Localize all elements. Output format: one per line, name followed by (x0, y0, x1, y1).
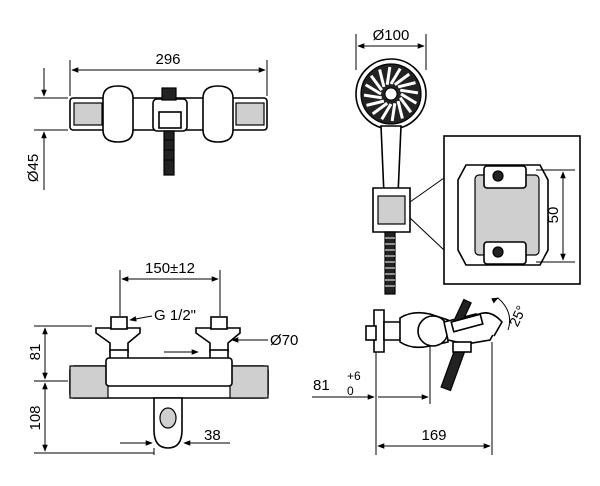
dim-head-diameter: Ø100 (373, 27, 410, 44)
dim-holder-height: 50 (545, 207, 562, 224)
dim-projection: 169 (421, 427, 446, 444)
dim-tol-plus: +6 (347, 369, 361, 383)
dim-thread: G 1/2" (154, 307, 196, 324)
dim-top-width: 296 (155, 51, 180, 68)
side-view: 25° 81 +6 0 169 (312, 297, 529, 455)
dim-rosette: Ø70 (270, 332, 298, 349)
hand-shower: Ø100 50 (355, 27, 581, 295)
dim-spout-width: 38 (204, 427, 221, 444)
dim-top-depth: Ø45 (25, 154, 42, 182)
front-view: 150±12 G 1/2" Ø70 81 108 (27, 260, 298, 455)
dim-centres: 150±12 (145, 260, 195, 277)
dim-wall-offset: 81 (313, 377, 330, 394)
dim-lower-height: 108 (27, 405, 44, 430)
top-view: 296 Ø45 (25, 51, 268, 190)
dim-tol-minus: 0 (347, 384, 354, 398)
dim-upper-height: 81 (27, 344, 44, 361)
